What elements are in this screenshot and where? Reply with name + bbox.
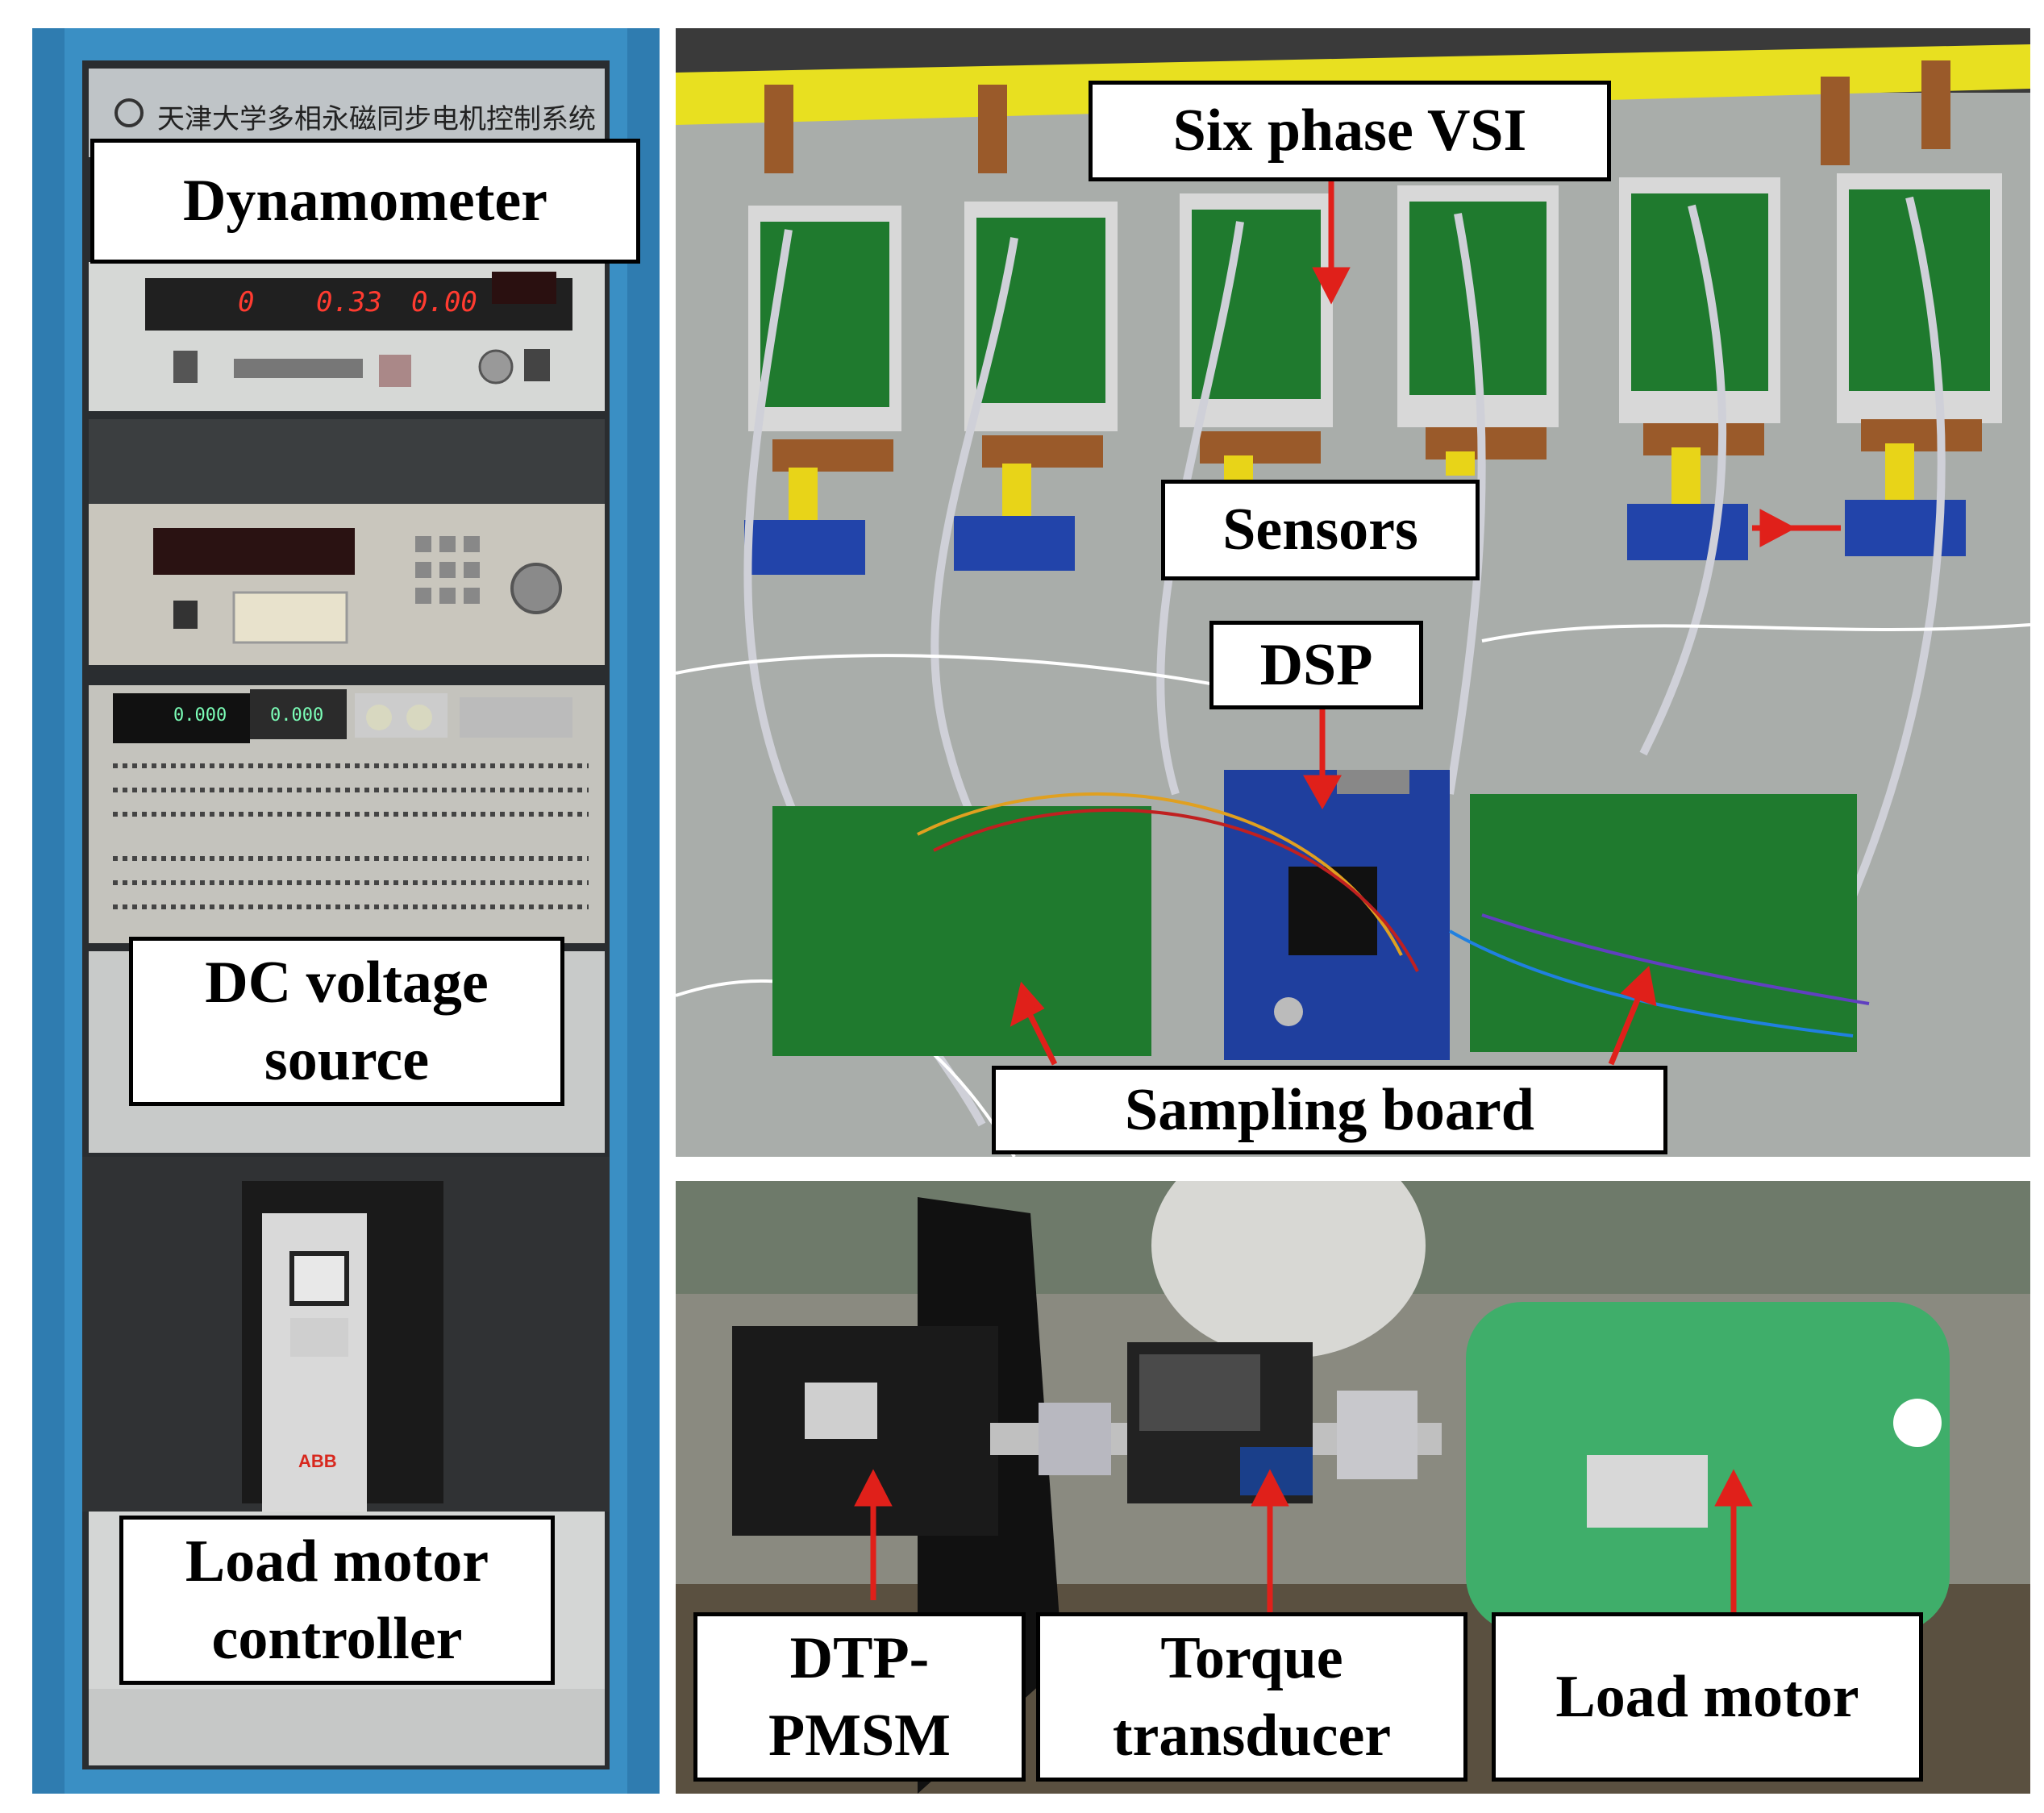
- label-dsp: DSP: [1209, 621, 1423, 709]
- cabinet-photo: 天津大学多相永磁同步电机控制系统 0 0.33 0.00 0.000 0.000…: [32, 28, 660, 1794]
- label-load-motor-controller: Load motor controller: [119, 1516, 555, 1685]
- cabinet-illustration: [32, 28, 660, 1794]
- dynamometer-display-right: 0.00: [411, 286, 477, 318]
- label-torque-transducer: Torque transducer: [1036, 1612, 1467, 1782]
- label-load-motor: Load motor: [1492, 1612, 1923, 1782]
- label-dynamometer: Dynamometer: [90, 139, 640, 264]
- label-dc-voltage-source: DC voltage source: [129, 937, 564, 1106]
- dc-source-display-2: 0.000: [270, 705, 324, 726]
- panel-divider: [660, 0, 676, 1813]
- label-six-phase-vsi: Six phase VSI: [1089, 81, 1611, 181]
- drive-brand-logo: ABB: [298, 1451, 337, 1471]
- inverter-bench-illustration: [676, 28, 2030, 1157]
- dc-source-display-1: 0.000: [173, 705, 227, 726]
- dynamometer-display-mid: 0.33: [316, 286, 382, 318]
- driver-boards: [748, 173, 2002, 431]
- cabinet-header-text: 天津大学多相永磁同步电机控制系统: [157, 103, 596, 135]
- inverter-bench-photo: [676, 28, 2030, 1157]
- dynamometer-display-left: 0: [238, 286, 255, 318]
- label-dtp-pmsm: DTP- PMSM: [693, 1612, 1026, 1782]
- label-sensors: Sensors: [1161, 480, 1480, 580]
- label-sampling-board: Sampling board: [992, 1066, 1667, 1154]
